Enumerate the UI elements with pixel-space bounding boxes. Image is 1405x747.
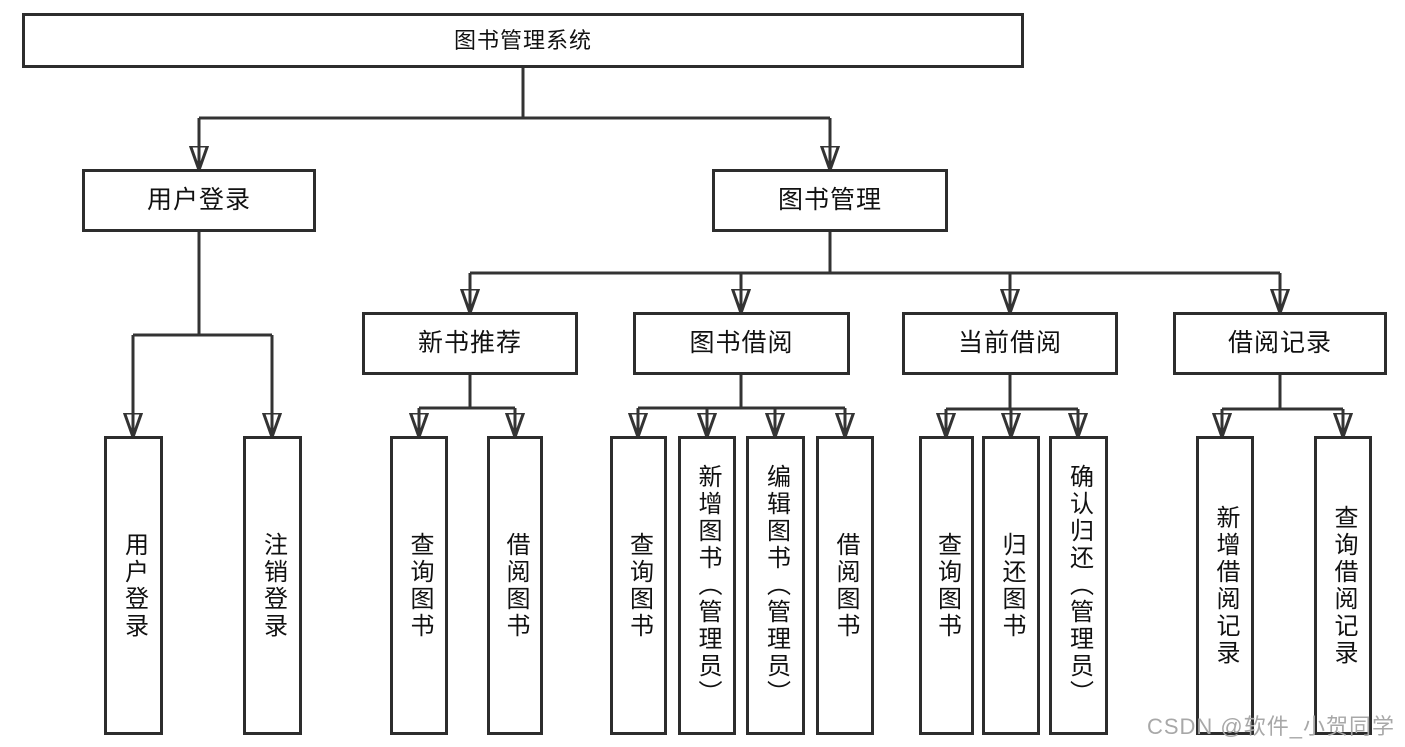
node-borrow-record-label: 借阅记录 [1227, 329, 1332, 357]
leaf-currentborrow-return-label: 归还图书 [998, 531, 1025, 640]
node-user-login-label: 用户登录 [146, 186, 251, 214]
leaf-bookborrow-add-label: 新增图书（管理员） [694, 464, 721, 707]
node-user-login: 用户登录 [82, 169, 316, 232]
watermark: CSDN @软件_小贺同学 [1146, 714, 1395, 739]
leaf-bookborrow-borrow: 借阅图书 [816, 436, 874, 735]
node-new-book-rec-label: 新书推荐 [417, 329, 522, 357]
node-new-book-rec: 新书推荐 [362, 312, 578, 375]
leaf-logout-label: 注销登录 [259, 531, 287, 640]
node-current-borrow-label: 当前借阅 [957, 329, 1062, 357]
leaf-newbook-query: 查询图书 [390, 436, 448, 735]
leaf-currentborrow-query: 查询图书 [919, 436, 974, 735]
leaf-currentborrow-query-label: 查询图书 [933, 531, 961, 640]
leaf-currentborrow-return: 归还图书 [982, 436, 1040, 735]
leaf-user-login-label: 用户登录 [120, 531, 148, 640]
leaf-bookborrow-query-label: 查询图书 [625, 531, 653, 640]
node-book-borrow: 图书借阅 [633, 312, 850, 375]
node-current-borrow: 当前借阅 [902, 312, 1118, 375]
leaf-record-query: 查询借阅记录 [1314, 436, 1372, 735]
leaf-currentborrow-confirm: 确认归还（管理员） [1049, 436, 1108, 735]
leaf-bookborrow-query: 查询图书 [610, 436, 667, 735]
leaf-record-add: 新增借阅记录 [1196, 436, 1254, 735]
leaf-bookborrow-borrow-label: 借阅图书 [832, 531, 859, 640]
leaf-bookborrow-edit-label: 编辑图书（管理员） [762, 464, 790, 707]
leaf-record-add-label: 新增借阅记录 [1212, 504, 1239, 667]
leaf-newbook-borrow: 借阅图书 [487, 436, 543, 735]
node-root: 图书管理系统 [22, 13, 1024, 68]
leaf-bookborrow-edit: 编辑图书（管理员） [746, 436, 805, 735]
leaf-bookborrow-add: 新增图书（管理员） [678, 436, 736, 735]
node-book-borrow-label: 图书借阅 [689, 329, 794, 357]
leaf-user-login: 用户登录 [104, 436, 163, 735]
node-root-label: 图书管理系统 [453, 27, 592, 53]
leaf-currentborrow-confirm-label: 确认归还（管理员） [1065, 464, 1093, 707]
leaf-logout: 注销登录 [243, 436, 302, 735]
node-borrow-record: 借阅记录 [1173, 312, 1387, 375]
leaf-newbook-query-label: 查询图书 [406, 531, 433, 640]
leaf-newbook-borrow-label: 借阅图书 [502, 531, 529, 640]
node-book-mgmt-label: 图书管理 [777, 186, 882, 214]
node-book-mgmt: 图书管理 [712, 169, 948, 232]
leaf-record-query-label: 查询借阅记录 [1330, 504, 1357, 667]
